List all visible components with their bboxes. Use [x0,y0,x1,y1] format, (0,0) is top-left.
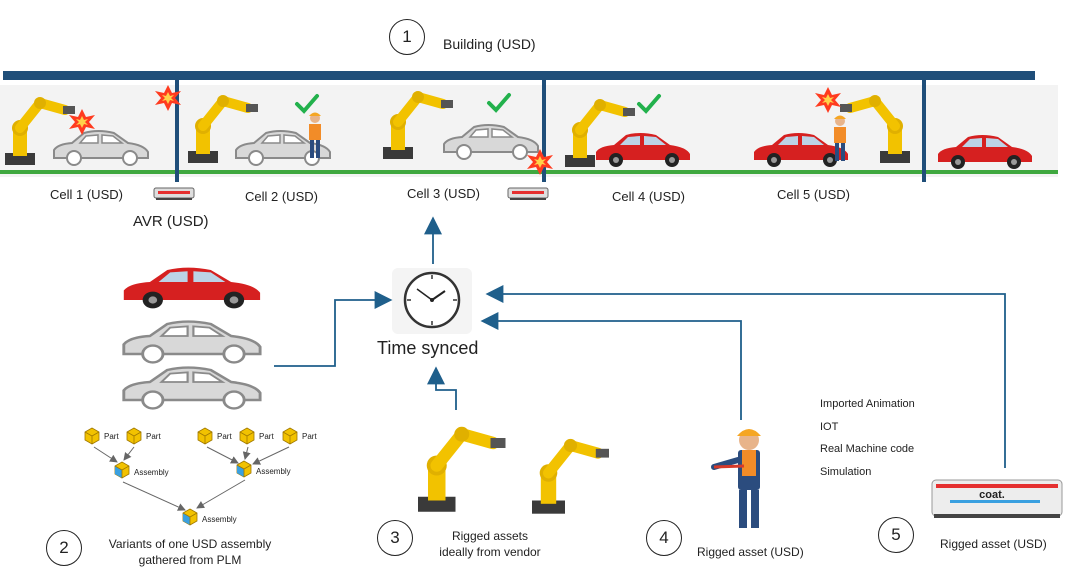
agv-icon [507,187,549,201]
cell-5-label: Cell 5 (USD) [777,187,850,202]
vendor-caption-line1: Rigged assets [451,529,529,543]
plm-caption-line2: gathered from PLM [138,553,242,567]
part-icon [197,427,213,445]
cart-caption: Rigged asset (USD) [940,537,1047,551]
arrow-plm-to-clock [274,291,393,367]
assembly-label: Assembly [256,467,291,476]
vendor-caption-line2: ideally from vendor [439,545,541,559]
data-source-item: Real Machine code [820,443,915,455]
cell-2-label: Cell 2 (USD) [245,189,318,204]
part-label: Part [104,432,119,441]
cell-divider [175,80,179,182]
assembly-icon [236,460,252,478]
assembly-icon [182,508,198,526]
vendor-robots [418,427,609,514]
part-icon [84,427,100,445]
assembly-icon [114,461,130,479]
assembly-label: Assembly [202,515,237,524]
step-number-1: 1 [389,19,425,55]
worker-figure [711,429,761,528]
arrow-vendor-to-clock [427,366,457,410]
cell-divider [922,80,926,182]
clock-label: Time synced [377,338,479,358]
step-number-4: 4 [646,520,682,556]
cart-brand: coat. [979,489,1005,501]
cell-divider [542,80,546,182]
arrow-worker-to-clock [480,312,742,420]
cell-1-label: Cell 1 (USD) [50,187,123,202]
step-number-5: 5 [878,517,914,553]
part-label: Part [259,432,274,441]
car-body-icon [122,320,262,364]
part-label: Part [217,432,232,441]
vendor-caption: Rigged assets ideally from vendor [420,528,560,560]
step-number-3: 3 [377,520,413,556]
part-icon [126,427,142,445]
part-label: Part [146,432,161,441]
cell-3-label: Cell 3 (USD) [407,186,480,201]
flow-arrows [274,216,1006,468]
data-sources-list: Imported Animation IOT Real Machine code… [820,393,915,483]
robot-arm-icon [532,439,609,514]
arrow-cart-to-clock [485,285,1006,468]
plm-variants [122,267,262,410]
cell-4-label: Cell 4 (USD) [612,189,685,204]
building-label: Building (USD) [443,36,536,52]
data-source-item: IOT [820,420,839,433]
factory-strip [0,71,1058,201]
agv-icon [153,187,195,201]
worker-caption: Rigged asset (USD) [697,545,804,559]
assembly-tree [84,427,298,526]
part-icon [239,427,255,445]
car-red-icon [123,267,261,309]
data-source-item: Simulation [820,465,872,478]
part-label: Part [302,432,317,441]
car-body-icon [122,366,262,410]
clock-icon [392,268,472,334]
robot-cart: coat. [931,479,1063,518]
building-beam [3,71,1035,80]
robot-arm-icon [418,427,506,512]
assembly-label: Assembly [134,468,169,477]
data-source-item: Imported Animation [820,398,915,410]
plm-caption: Variants of one USD assembly gathered fr… [90,536,290,568]
plm-caption-line1: Variants of one USD assembly [108,537,272,551]
avr-label: AVR (USD) [133,213,209,230]
part-icon [282,427,298,445]
step-number-2: 2 [46,530,82,566]
